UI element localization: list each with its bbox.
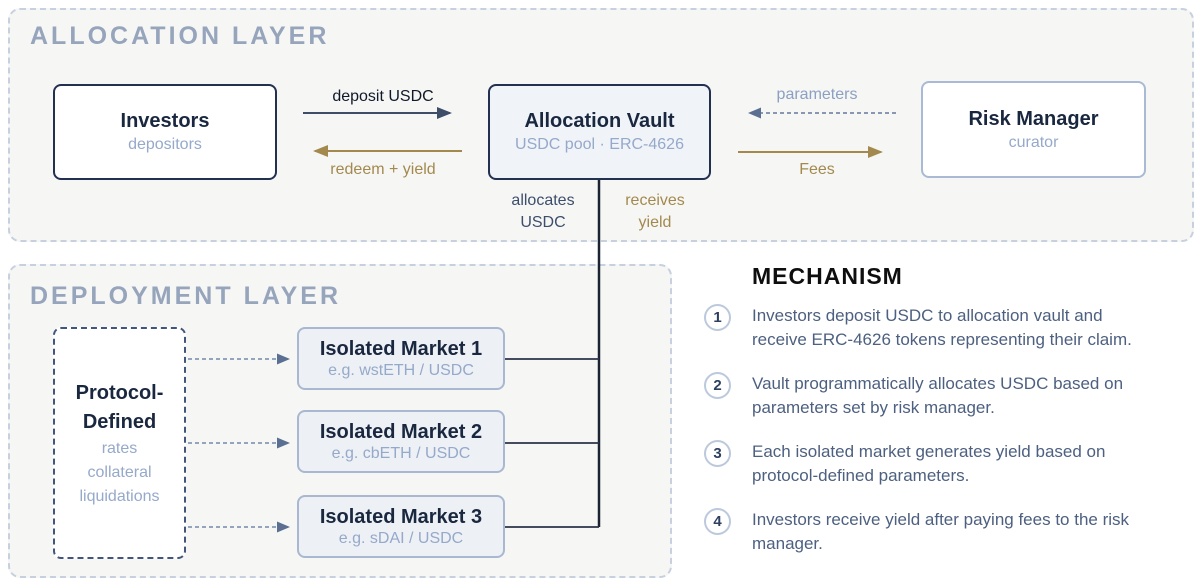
mechanism-step-4: 4 Investors receive yield after paying f… [704,508,1190,556]
allocation-layer-title: ALLOCATION LAYER [30,22,330,50]
market-2-subtitle: e.g. cbETH / USDC [331,444,471,462]
mechanism-step-1: 1 Investors deposit USDC to allocation v… [704,304,1190,352]
receives-yield-label: receives yield [625,192,685,231]
mechanism-title: MECHANISM [752,263,903,289]
step-1-text: Investors deposit USDC to allocation vau… [752,306,1132,349]
investors-box: Investors depositors [53,84,277,180]
allocates-usdc-label: allocates USDC [511,192,575,231]
market-1-subtitle: e.g. wstETH / USDC [328,361,474,379]
step-1-number-badge: 1 [704,304,731,331]
isolated-market-2-box: Isolated Market 2 e.g. cbETH / USDC [297,410,505,473]
market-1-title: Isolated Market 1 [319,337,483,360]
protocol-item-collateral: collateral [87,463,152,481]
vault-subtitle: USDC pool · ERC-4626 [515,136,684,153]
protocol-defined-box: Protocol- Defined rates collateral liqui… [53,327,186,559]
allocation-vault-box: Allocation Vault USDC pool · ERC-4626 [488,84,711,180]
investors-title: Investors [120,110,210,132]
step-4-number-badge: 4 [704,508,731,535]
risk-manager-subtitle: curator [1008,133,1059,151]
market-3-subtitle: e.g. sDAI / USDC [338,529,464,547]
risk-manager-title: Risk Manager [968,107,1099,130]
isolated-market-3-box: Isolated Market 3 e.g. sDAI / USDC [297,495,505,558]
mechanism-step-2: 2 Vault programmatically allocates USDC … [704,372,1190,420]
redeem-flow-label: redeem + yield [330,161,436,178]
deposit-flow-label: deposit USDC [332,88,434,105]
protocol-item-liquidations: liquidations [79,487,160,505]
step-4-text: Investors receive yield after paying fee… [752,510,1130,553]
isolated-market-1-box: Isolated Market 1 e.g. wstETH / USDC [297,327,505,390]
protocol-title-line2: Defined [82,410,157,433]
market-2-title: Isolated Market 2 [319,420,483,443]
protocol-item-rates: rates [101,439,138,457]
step-3-text: Each isolated market generates yield bas… [752,442,1106,485]
parameters-flow-label: parameters [776,86,858,103]
vault-title: Allocation Vault [524,110,675,132]
step-2-text: Vault programmatically allocates USDC ba… [752,374,1124,417]
mechanism-section: MECHANISM 1 Investors deposit USDC to al… [704,262,1190,576]
deployment-layer-title: DEPLOYMENT LAYER [30,282,342,310]
mechanism-step-3: 3 Each isolated market generates yield b… [704,440,1190,488]
market-3-title: Isolated Market 3 [319,505,483,528]
investors-subtitle: depositors [128,136,202,153]
step-2-number-badge: 2 [704,372,731,399]
protocol-title-line1: Protocol- [75,381,164,404]
risk-manager-box: Risk Manager curator [921,81,1146,178]
step-3-number-badge: 3 [704,440,731,467]
fees-flow-label: Fees [799,161,835,178]
